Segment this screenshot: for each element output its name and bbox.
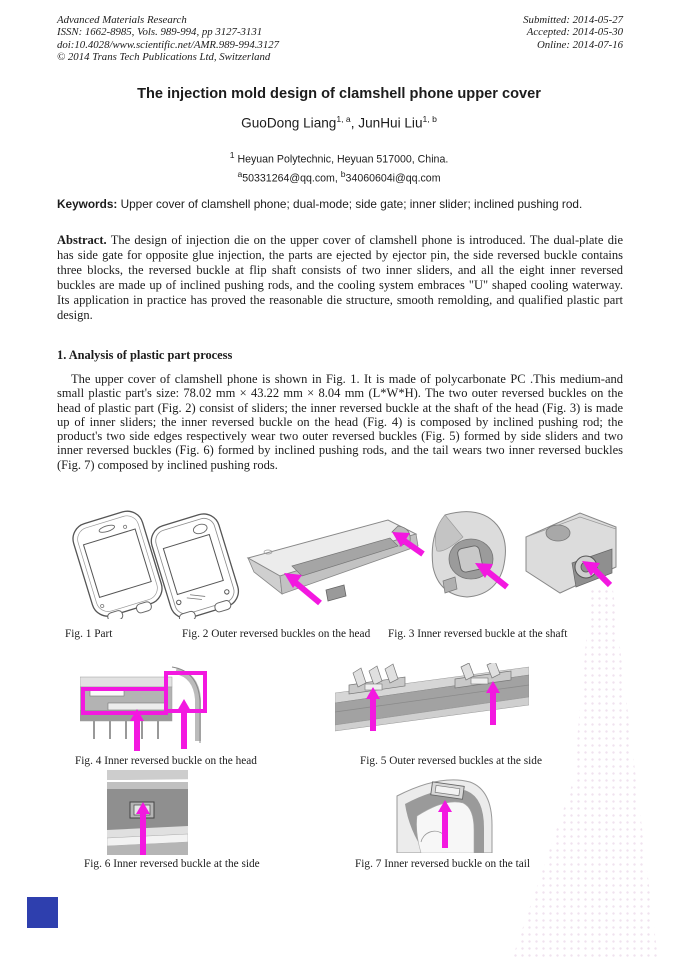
emails-line: a50331264@qq.com, b34060604i@qq.com — [0, 169, 678, 185]
figure-4-caption: Fig. 4 Inner reversed buckle on the head — [75, 755, 257, 767]
abstract-label: Abstract. — [57, 233, 107, 247]
keywords-text: Upper cover of clamshell phone; dual-mod… — [120, 197, 583, 211]
figure-5-image — [335, 663, 529, 732]
figure-4-image — [80, 666, 207, 751]
keywords-label: Keywords: — [57, 197, 118, 211]
author-1-affiliation-mark: 1, a — [336, 114, 351, 124]
email-a-mark: a — [237, 169, 243, 179]
figure-2-image — [246, 519, 425, 606]
author-2-affiliation-mark: 1, b — [422, 114, 437, 124]
figure-5-caption: Fig. 5 Outer reversed buckles at the sid… — [360, 755, 542, 767]
affiliation-mark: 1 — [229, 150, 235, 160]
watermark-dot-pattern — [512, 588, 658, 959]
figure-3-left-image — [431, 511, 509, 598]
figure-6-image — [107, 770, 188, 855]
email-b: 34060604i@qq.com — [345, 172, 441, 185]
phone-front-drawing — [72, 510, 163, 619]
figure-3-caption: Fig. 3 Inner reversed buckle at the shaf… — [388, 628, 568, 640]
author-2: JunHui Liu — [358, 115, 423, 131]
journal-doi: doi:10.4028/www.scientific.net/AMR.989-9… — [57, 38, 280, 51]
email-a: 50331264@qq.com, — [242, 172, 338, 185]
journal-name: Advanced Materials Research — [57, 14, 187, 26]
accepted-date: Accepted: 2014-05-30 — [526, 26, 623, 39]
magenta-arrow-icon — [582, 561, 613, 588]
magenta-arrow-icon — [438, 800, 452, 848]
magenta-arrow-icon — [486, 681, 500, 725]
abstract-text: The design of injection die on the upper… — [57, 233, 623, 323]
authors-line: GuoDong Liang1, a, JunHui Liu1, b — [0, 114, 678, 131]
magenta-arrow-icon — [392, 532, 425, 557]
journal-copyright: © 2014 Trans Tech Publications Ltd, Swit… — [57, 51, 271, 64]
affiliation-line: 1 Heyuan Polytechnic, Heyuan 517000, Chi… — [0, 150, 678, 166]
magenta-arrow-icon — [366, 687, 380, 731]
affiliation-text: Heyuan Polytechnic, Heyuan 517000, China… — [237, 153, 449, 166]
journal-header: Advanced Materials Research ISSN: 1662-8… — [57, 14, 623, 64]
magenta-arrow-icon — [177, 699, 191, 749]
magenta-arrow-icon — [284, 573, 322, 606]
magenta-arrow-icon — [130, 709, 144, 751]
magenta-arrow-icon — [136, 802, 150, 855]
figure-6-caption: Fig. 6 Inner reversed buckle at the side — [84, 858, 260, 870]
outer-buckle-clips-right — [454, 663, 512, 689]
email-b-mark: b — [340, 169, 346, 179]
figure-2-caption: Fig. 2 Outer reversed buckles on the hea… — [182, 628, 371, 640]
journal-header-left: Advanced Materials Research ISSN: 1662-8… — [57, 14, 279, 64]
figure-3-right-image — [525, 512, 617, 594]
author-1: GuoDong Liang — [241, 115, 337, 131]
submitted-date: Submitted: 2014-05-27 — [523, 14, 623, 26]
online-date: Online: 2014-07-16 — [536, 38, 623, 51]
keywords-paragraph: Keywords: Upper cover of clamshell phone… — [57, 197, 623, 212]
figure-1-caption: Fig. 1 Part — [65, 628, 113, 640]
author-separator: , — [350, 115, 359, 131]
magenta-arrow-icon — [475, 563, 509, 590]
journal-issn: ISSN: 1662-8985, Vols. 989-994, pp 3127-… — [57, 26, 263, 39]
phone-back-drawing — [150, 513, 240, 619]
section-1-heading: 1. Analysis of plastic part process — [57, 348, 233, 362]
section-1-paragraph: The upper cover of clamshell phone is sh… — [57, 372, 623, 472]
figure-7-caption: Fig. 7 Inner reversed buckle on the tail — [355, 858, 531, 870]
paper-title: The injection mold design of clamshell p… — [137, 86, 541, 102]
abstract-paragraph: Abstract. The design of injection die on… — [57, 233, 623, 324]
figure-7-image — [396, 779, 493, 853]
figure-1-image — [72, 510, 240, 619]
blue-square-annotation — [27, 897, 58, 928]
outer-buckle-clips-left — [348, 663, 406, 695]
tail-buckle-slot — [430, 781, 465, 800]
journal-header-right: Submitted: 2014-05-27 Accepted: 2014-05-… — [523, 14, 623, 64]
